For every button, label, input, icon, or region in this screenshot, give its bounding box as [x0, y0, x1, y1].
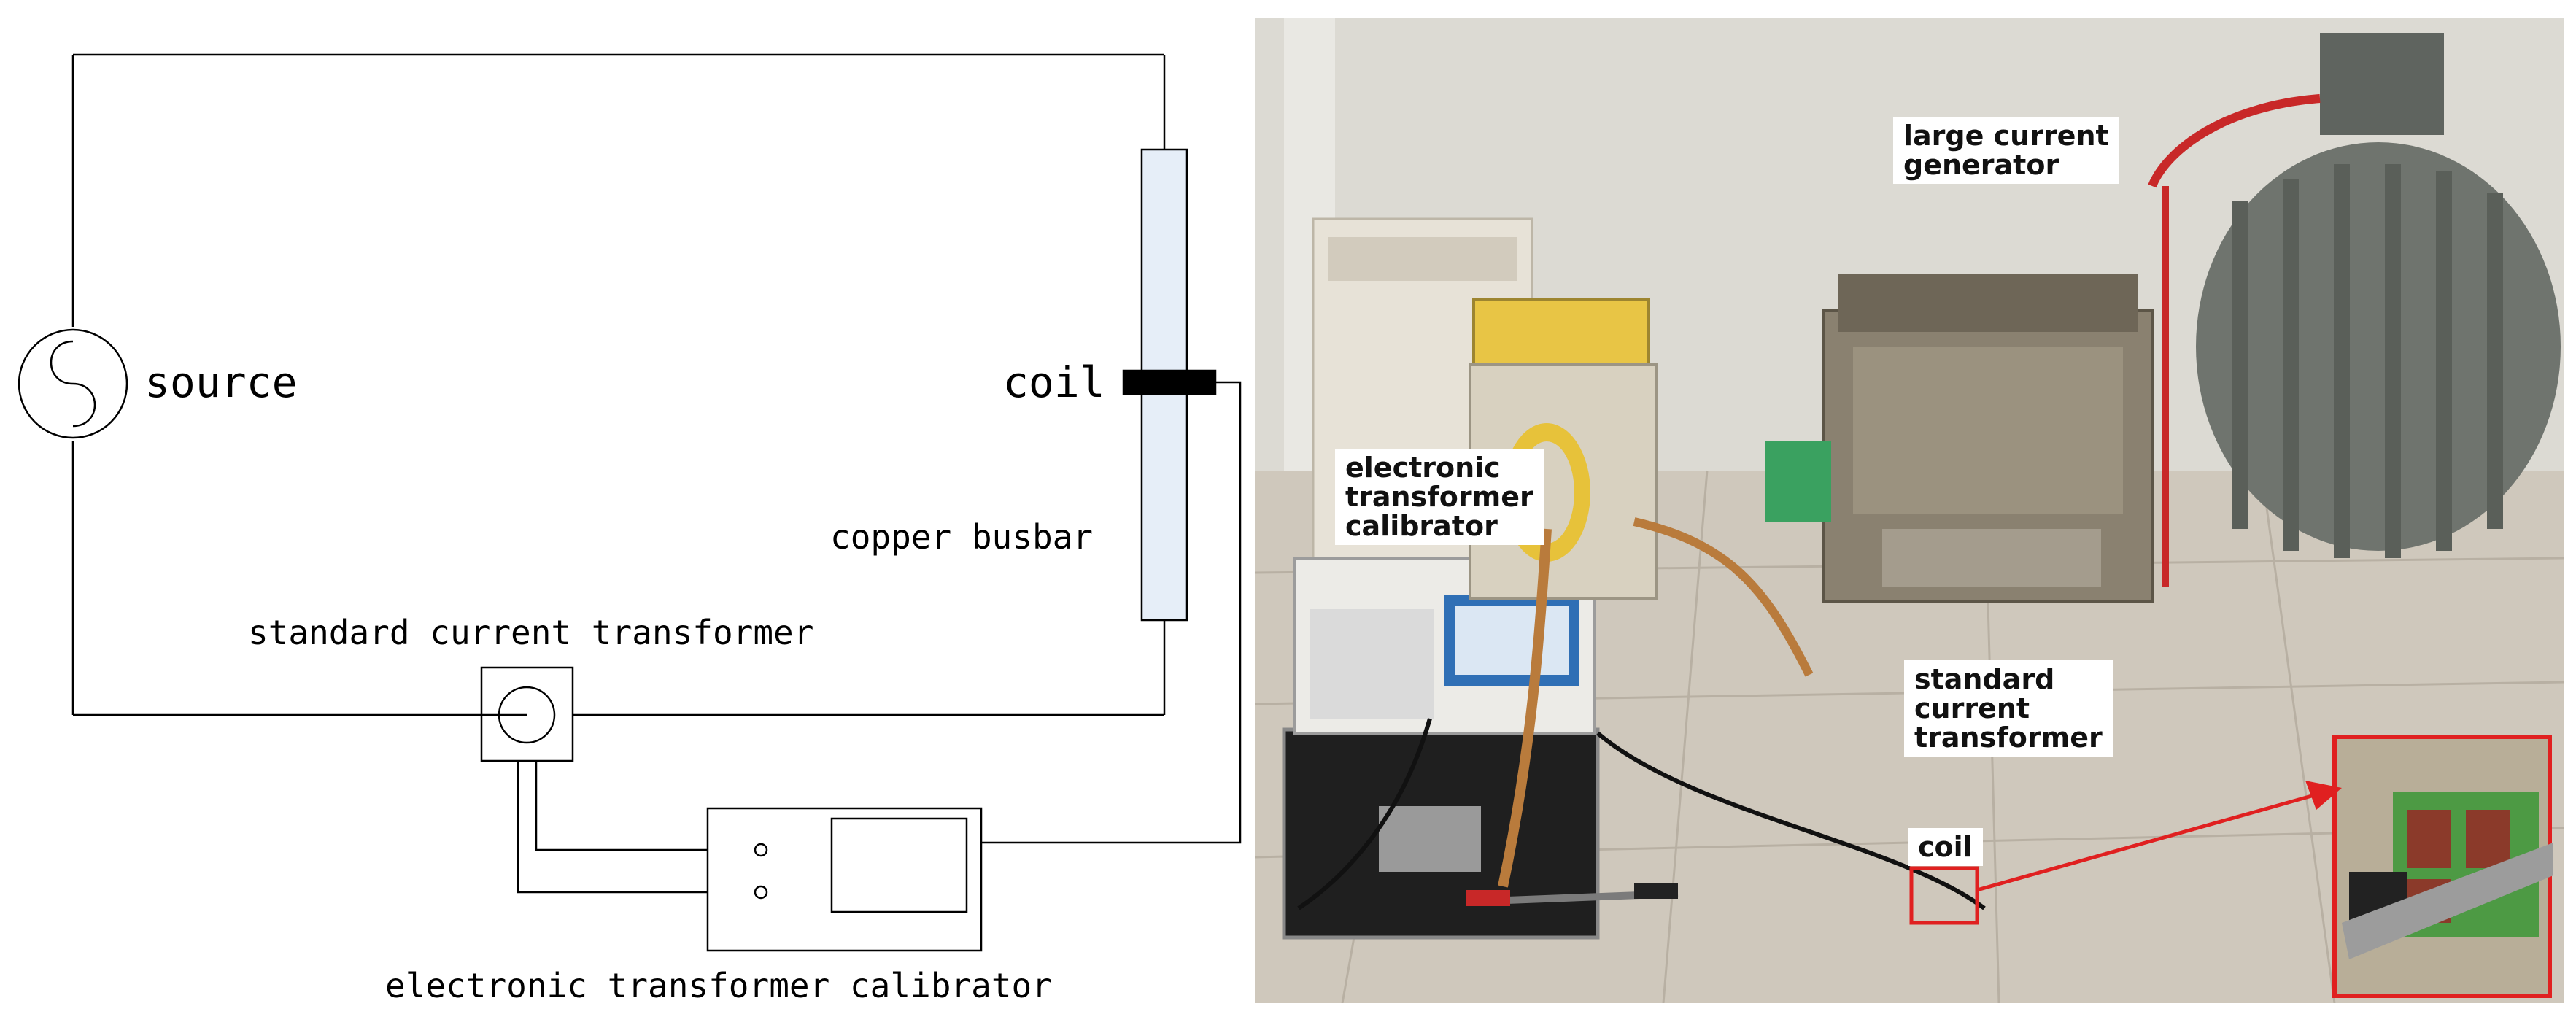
wire-sct-secondary-2: [517, 761, 755, 894]
sine-wave-icon: [50, 340, 96, 428]
coil-symbol: [1122, 369, 1217, 395]
terminal-1: [754, 843, 768, 857]
test-setup-photo: large current generator electronic trans…: [1255, 18, 2564, 1003]
label-generator-line1: large current: [1903, 120, 2109, 152]
sct-label: standard current transformer: [248, 613, 813, 652]
photo-scene: [1255, 18, 2564, 1003]
coil-label: coil: [1003, 357, 1105, 407]
terminal-2: [754, 885, 768, 900]
label-coil: coil: [1908, 828, 1983, 866]
source-label: source: [144, 357, 298, 407]
wire-coil-to-calibrator: [981, 381, 1242, 844]
label-generator-line2: generator: [1903, 149, 2059, 181]
label-sct-line3: transformer: [1914, 722, 2103, 754]
label-calibrator-line1: electronic: [1345, 452, 1501, 484]
label-calibrator-line3: calibrator: [1345, 510, 1498, 542]
wire-sct-secondary-1: [535, 761, 755, 851]
label-standard-current-transformer: standard current transformer: [1904, 660, 2113, 757]
calibrator-label: electronic transformer calibrator: [385, 966, 1052, 1005]
label-sct-line2: current: [1914, 692, 2030, 724]
circuit-schematic: source coil copper busbar standard curre…: [18, 53, 1242, 1005]
label-sct-line1: standard: [1914, 663, 2055, 695]
red-arrow: [1976, 789, 2328, 892]
calibrator-screen: [830, 817, 968, 913]
arrow-head-icon: [2305, 781, 2342, 810]
busbar-label: copper busbar: [830, 517, 1093, 557]
coil-highlight-box: [1909, 866, 1979, 925]
label-electronic-transformer-calibrator: electronic transformer calibrator: [1335, 449, 1544, 545]
label-large-current-generator: large current generator: [1893, 117, 2119, 184]
label-calibrator-line2: transformer: [1345, 481, 1533, 513]
